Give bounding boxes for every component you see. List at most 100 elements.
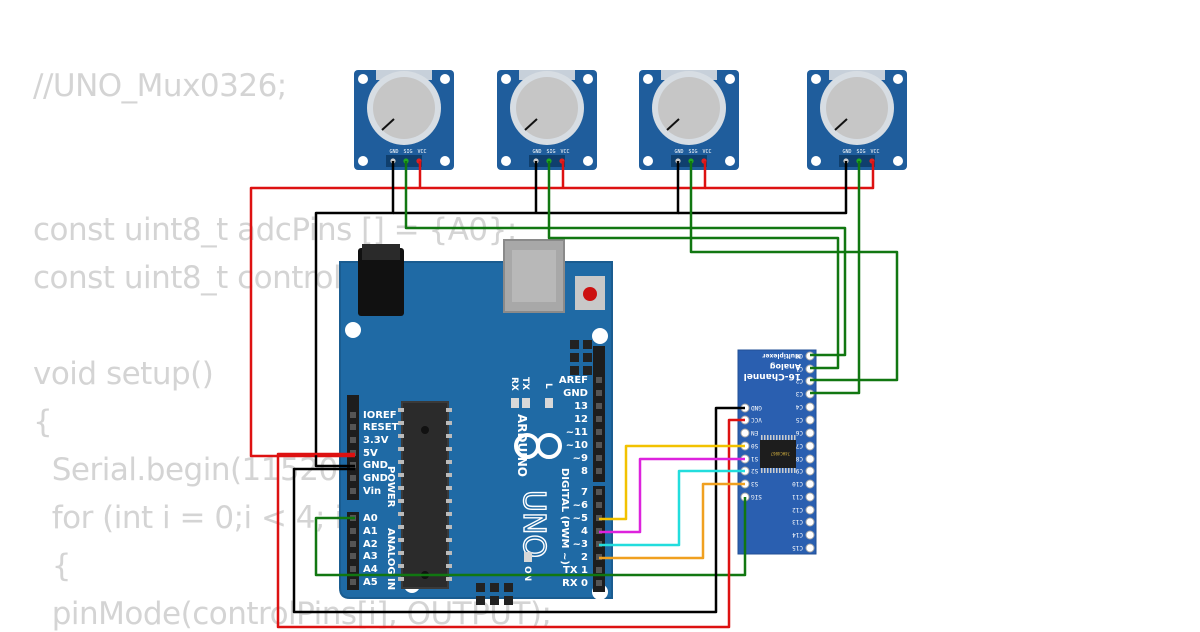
mux-pin[interactable] bbox=[805, 517, 815, 527]
mux-pin[interactable] bbox=[805, 505, 815, 515]
digital-pin-label: RX 0 bbox=[562, 578, 588, 589]
mux-pin[interactable] bbox=[805, 415, 815, 425]
digital-pin-label: TX 1 bbox=[563, 565, 588, 576]
pot-pin-label: GND bbox=[842, 149, 851, 155]
code-line: { bbox=[33, 548, 72, 584]
analog-pin-label: A5 bbox=[363, 577, 378, 588]
s1-control-wire bbox=[599, 457, 745, 534]
pot-pin-label: GND bbox=[532, 149, 541, 155]
tx-led-label: TX bbox=[520, 377, 530, 390]
mounting-hole bbox=[345, 322, 361, 338]
pot-mounting-hole bbox=[501, 74, 511, 84]
pot-mounting-hole bbox=[501, 156, 511, 166]
digital-pin-label: ~10 bbox=[566, 440, 588, 451]
mux-chip-leg bbox=[773, 468, 775, 473]
mux-pin-label: C0 bbox=[795, 352, 803, 359]
icsp-pin bbox=[583, 366, 592, 375]
reset-button[interactable] bbox=[583, 287, 597, 301]
header-socket bbox=[596, 455, 602, 461]
mux-vcc-wire bbox=[276, 418, 745, 629]
mux-pin[interactable] bbox=[805, 454, 815, 464]
analog-header bbox=[347, 512, 359, 590]
chip-leg bbox=[446, 473, 452, 477]
icsp-pin bbox=[476, 596, 485, 605]
mux-chip-leg bbox=[794, 435, 796, 440]
header-socket bbox=[596, 429, 602, 435]
digital-pin-label: 2 bbox=[581, 552, 588, 563]
chip-leg bbox=[398, 473, 404, 477]
multiplexer-module[interactable]: GNDVCCENS0S1S2S3SIGC0C1C2C3C4C5C6C7C8C9C… bbox=[737, 349, 817, 555]
power-pin-label: GND bbox=[363, 473, 388, 484]
digital-pin-label: ~6 bbox=[573, 500, 588, 511]
ground-wire bbox=[314, 161, 395, 468]
icsp-pin bbox=[583, 340, 592, 349]
power-header bbox=[347, 395, 359, 500]
header-socket bbox=[350, 579, 356, 585]
mux-pin-label: C7 bbox=[795, 442, 803, 449]
mux-pin[interactable] bbox=[805, 530, 815, 540]
chip-leg bbox=[398, 525, 404, 529]
pot1-signal-wire bbox=[404, 161, 847, 357]
mux-pin-label: S2 bbox=[751, 467, 759, 474]
l-led bbox=[545, 398, 553, 408]
analog-pin-label: A1 bbox=[363, 526, 378, 537]
arduino-uno-board[interactable]: IOREFRESET3.3V5VGNDGNDVinA0A1A2A3A4A5POW… bbox=[339, 239, 613, 605]
header-socket bbox=[350, 553, 356, 559]
mux-pin-label: C1 bbox=[795, 365, 803, 372]
pot-knob-indicator bbox=[381, 118, 395, 131]
chip-leg bbox=[398, 408, 404, 412]
header-socket bbox=[350, 424, 356, 430]
header-socket bbox=[596, 580, 602, 586]
mux-pin[interactable] bbox=[740, 428, 750, 438]
header-socket bbox=[596, 416, 602, 422]
pot4-signal-wire bbox=[810, 161, 861, 395]
mux-pin-label: S0 bbox=[751, 442, 759, 449]
mux-chip-leg bbox=[773, 435, 775, 440]
s2-control-wire bbox=[599, 469, 745, 547]
chip-leg bbox=[446, 434, 452, 438]
mux-title: 16-Channel bbox=[744, 371, 801, 381]
mux-pin[interactable] bbox=[805, 543, 815, 553]
vcc-wire bbox=[705, 161, 875, 190]
header-socket bbox=[596, 442, 602, 448]
chip-leg bbox=[446, 525, 452, 529]
mux-pin[interactable] bbox=[805, 428, 815, 438]
code-line: const uint8_t adcPins [] = {A0}; bbox=[33, 212, 517, 248]
chip-leg bbox=[446, 460, 452, 464]
pot-knob-indicator bbox=[666, 118, 680, 131]
mux-title: Analog bbox=[769, 362, 801, 371]
mux-chip-leg bbox=[782, 435, 784, 440]
pot-pin-label: SIG bbox=[856, 149, 865, 155]
pot-pin-label: VCC bbox=[560, 149, 569, 155]
mux-chip-leg bbox=[791, 468, 793, 473]
tx-led bbox=[522, 398, 530, 408]
mux-pin[interactable] bbox=[805, 479, 815, 489]
chip-leg bbox=[446, 447, 452, 451]
chip-leg bbox=[398, 551, 404, 555]
chip-leg bbox=[446, 421, 452, 425]
mux-chip-leg bbox=[761, 468, 763, 473]
analog-header-label: ANALOG IN bbox=[385, 528, 396, 590]
digital-pin-label: 7 bbox=[581, 487, 588, 498]
header-socket bbox=[596, 502, 602, 508]
header-socket bbox=[350, 412, 356, 418]
mux-chip-leg bbox=[764, 435, 766, 440]
mux-pin[interactable] bbox=[805, 492, 815, 502]
mux-pin-label: VCC bbox=[751, 416, 762, 423]
mux-chip-leg bbox=[776, 435, 778, 440]
arduino-brand: ARDUINO bbox=[515, 414, 529, 477]
mux-pin[interactable] bbox=[805, 466, 815, 476]
pot3-signal-wire bbox=[689, 161, 899, 382]
mux-pin[interactable] bbox=[805, 402, 815, 412]
digital-pin-label: 13 bbox=[574, 401, 588, 412]
power-pin-label: RESET bbox=[363, 422, 399, 433]
digital-pin-label: GND bbox=[563, 388, 588, 399]
mux-pin[interactable] bbox=[805, 441, 815, 451]
mux-pin-label: GND bbox=[751, 404, 762, 411]
pot-mounting-hole bbox=[893, 74, 903, 84]
mounting-hole bbox=[592, 328, 608, 344]
